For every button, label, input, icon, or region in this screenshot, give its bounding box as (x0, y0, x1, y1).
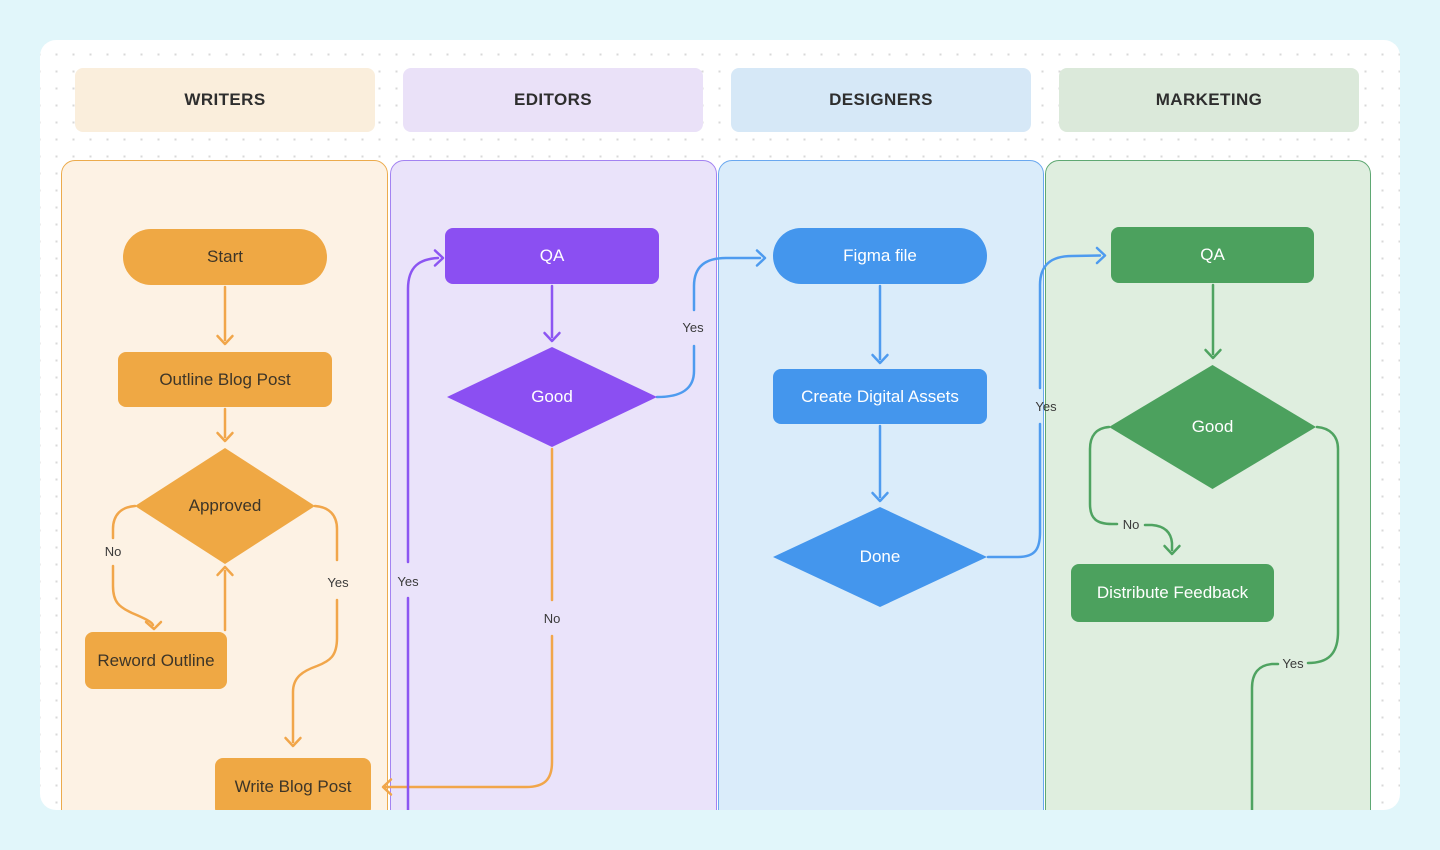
node-qa-editors[interactable]: QA (445, 228, 659, 284)
node-outline-blog-post[interactable]: Outline Blog Post (118, 352, 332, 407)
edge-good-no-write (381, 447, 554, 796)
connector-layer: No Yes Yes No Yes Yes No Yes (105, 246, 1340, 810)
edge-label-editors-yes: Yes (682, 320, 704, 335)
edge-label-marketing-no: No (1123, 517, 1140, 532)
node-reword-outline[interactable]: Reword Outline (85, 632, 227, 689)
edge-good-no-distribute (1088, 425, 1181, 556)
node-approved-label: Approved (188, 496, 262, 515)
edge-label-writers-yes: Yes (327, 575, 349, 590)
edge-done-yes-qa-marketing (986, 246, 1107, 559)
node-good-marketing-label: Good (1191, 417, 1234, 436)
lane-header-writers-label: WRITERS (184, 90, 266, 109)
lane-header-designers[interactable]: DESIGNERS (731, 68, 1031, 132)
lane-header-marketing[interactable]: MARKETING (1059, 68, 1359, 132)
edge-good-yes-out (1250, 425, 1340, 810)
edge-reword-approved (216, 565, 234, 632)
edge-create-done (871, 424, 889, 503)
node-done-label: Done (859, 547, 901, 566)
edge-start-outline (216, 285, 234, 346)
node-qa-editors-label: QA (539, 246, 565, 265)
edge-label-marketing-yes: Yes (1282, 656, 1304, 671)
flowchart-canvas: No Yes Yes No Yes Yes No Yes WRITERS EDI… (40, 40, 1400, 810)
edge-approved-yes-write (284, 504, 339, 748)
edge-outline-approved (216, 407, 234, 443)
edge-qa-good-marketing (1204, 283, 1222, 360)
lane-header-designers-label: DESIGNERS (829, 90, 933, 109)
node-outline-label: Outline Blog Post (159, 369, 291, 389)
node-write-label: Write Blog Post (234, 777, 352, 796)
node-start[interactable]: Start (123, 229, 327, 285)
edge-figma-create (871, 284, 889, 365)
lane-header-writers[interactable]: WRITERS (75, 68, 375, 132)
edge-approved-no-reword (111, 504, 163, 631)
edge-label-designers-yes: Yes (1035, 399, 1057, 414)
node-reword-label: Reword Outline (97, 650, 215, 670)
edge-label-editors-no: No (544, 611, 561, 626)
node-create-digital-assets[interactable]: Create Digital Assets (773, 369, 987, 424)
node-create-label: Create Digital Assets (801, 386, 959, 406)
node-start-label: Start (207, 247, 243, 266)
node-distribute-label: Distribute Feedback (1096, 583, 1249, 602)
lane-header-editors[interactable]: EDITORS (403, 68, 703, 132)
edge-good-yes-figma (655, 249, 767, 399)
node-qa-marketing-label: QA (1200, 245, 1225, 264)
edge-label-editors-entry-yes: Yes (397, 574, 419, 589)
edge-write-yes-qa-editors (406, 249, 445, 810)
edge-qa-good-editors (543, 284, 561, 343)
lane-header-editors-label: EDITORS (513, 90, 593, 109)
node-good-editors-label: Good (531, 387, 573, 406)
node-write-blog-post[interactable]: Write Blog Post (215, 758, 371, 810)
lane-header-marketing-label: MARKETING (1155, 90, 1263, 109)
node-figma-file[interactable]: Figma file (773, 228, 987, 284)
node-figma-label: Figma file (843, 246, 917, 265)
edge-label-writers-no: No (105, 544, 122, 559)
node-qa-marketing[interactable]: QA (1111, 227, 1314, 283)
node-distribute-feedback[interactable]: Distribute Feedback (1071, 564, 1274, 622)
